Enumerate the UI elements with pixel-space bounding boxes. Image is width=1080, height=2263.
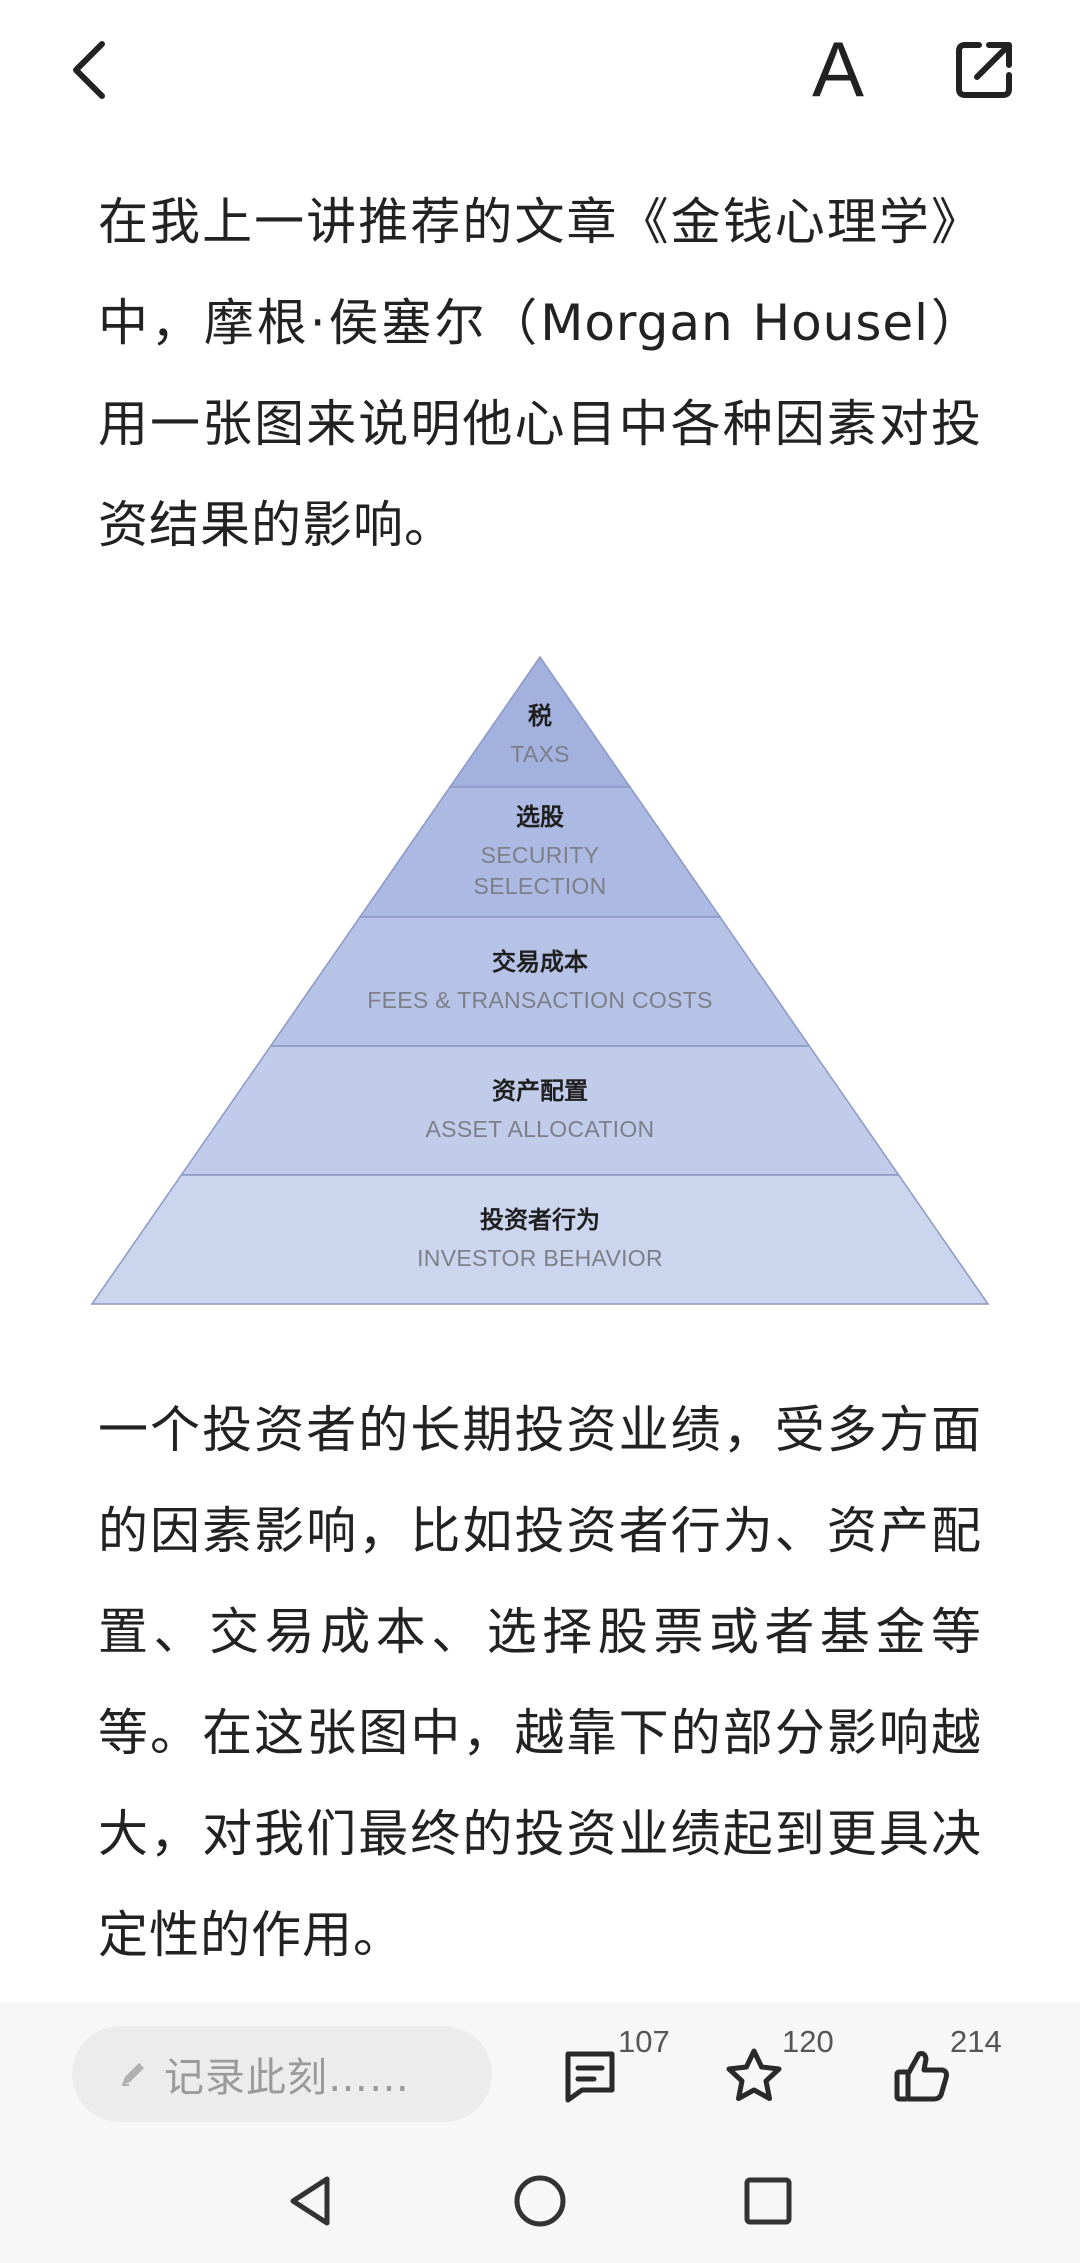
system-back-button[interactable] (266, 2156, 356, 2246)
tier-title-zh: 资产配置 (492, 1077, 588, 1105)
pencil-icon (116, 2057, 150, 2091)
tier-title-zh: 选股 (516, 803, 564, 831)
system-home-button[interactable] (495, 2156, 585, 2246)
pyramid-tier-label-5: 投资者行为 INVESTOR BEHAVIOR (90, 1205, 990, 1274)
chevron-left-icon (73, 41, 105, 99)
pyramid-tier-label-2: 选股 SECURITY SELECTION (90, 802, 990, 902)
pyramid-graphic (90, 655, 990, 1305)
square-recents-icon (744, 2177, 792, 2225)
share-icon (956, 42, 1012, 98)
pyramid-tier-label-4: 资产配置 ASSET ALLOCATION (90, 1076, 990, 1145)
article-paragraph-2: 一个投资者的长期投资业绩，受多方面的因素影响，比如投资者行为、资产配置、交易成本… (98, 1401, 982, 1964)
bottom-action-bar: 记录此刻…… 107 120 214 (0, 2002, 1080, 2142)
tier-title-en: INVESTOR BEHAVIOR (417, 1245, 663, 1271)
system-navigation-bar (0, 2142, 1080, 2263)
tier-title-en: TAXS (510, 740, 570, 767)
like-button[interactable]: 214 (892, 2024, 1022, 2122)
like-count: 214 (950, 2024, 1002, 2059)
top-toolbar: A (0, 0, 1080, 140)
share-button[interactable] (944, 30, 1024, 110)
investment-pyramid-figure: 税 TAXS 选股 SECURITY SELECTION 交易成本 FEES & TRAN… (90, 650, 990, 1315)
favorite-count: 120 (782, 2024, 834, 2059)
font-size-icon: A (811, 25, 865, 113)
circle-home-icon (514, 2175, 566, 2227)
back-button[interactable] (48, 30, 128, 110)
note-input-placeholder: 记录此刻…… (164, 2055, 410, 2101)
tier-title-en: FEES & TRANSACTION COSTS (367, 987, 713, 1013)
tier-title-en: SECURITY SELECTION (473, 842, 607, 899)
comment-count: 107 (618, 2024, 670, 2059)
star-icon (726, 2048, 782, 2101)
favorite-button[interactable]: 120 (724, 2024, 854, 2122)
tier-title-zh: 交易成本 (492, 948, 588, 976)
pyramid-tier-label-1: 税 TAXS (90, 701, 990, 770)
tier-title-zh: 投资者行为 (480, 1206, 600, 1234)
comment-button[interactable]: 107 (560, 2024, 690, 2122)
font-size-button[interactable]: A (796, 24, 880, 114)
comment-icon (565, 2051, 615, 2103)
note-input[interactable]: 记录此刻…… (72, 2026, 492, 2122)
tier-title-en: ASSET ALLOCATION (425, 1116, 655, 1142)
system-recents-button[interactable] (723, 2156, 813, 2246)
thumbs-up-icon (894, 2051, 949, 2102)
article-paragraph-1: 在我上一讲推荐的文章《金钱心理学》中，摩根·侯塞尔（Morgan Housel）… (98, 193, 982, 554)
tier-title-zh: 税 (528, 701, 552, 730)
triangle-back-icon (290, 2176, 330, 2226)
pyramid-tier-5 (90, 1174, 990, 1305)
pyramid-tier-label-3: 交易成本 FEES & TRANSACTION COSTS (90, 947, 990, 1016)
